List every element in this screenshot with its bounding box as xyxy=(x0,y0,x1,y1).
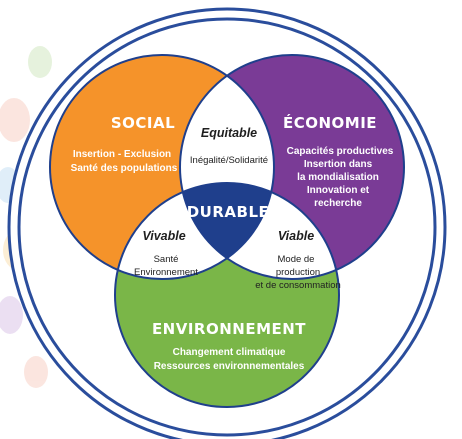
economie-line-3: la mondialisation xyxy=(297,172,379,183)
equitable-desc: Inégalité/Solidarité xyxy=(190,155,268,166)
economie-outline xyxy=(179,54,405,280)
viable-line-2: production xyxy=(276,267,320,278)
economie-line-4: Innovation et xyxy=(307,185,370,196)
economie-line-5: recherche xyxy=(314,198,362,209)
equitable-label: Equitable xyxy=(201,126,257,140)
social-outline xyxy=(49,54,275,280)
environnement-outline xyxy=(114,182,340,408)
economie-line-2: Insertion dans xyxy=(304,159,373,170)
vivable-line-2: Environnement xyxy=(134,267,198,278)
vivable-overlap xyxy=(115,183,274,279)
economie-title: ÉCONOMIE xyxy=(283,113,377,132)
environnement-line-1: Changement climatique xyxy=(173,347,286,358)
social-line-1: Insertion - Exclusion xyxy=(73,149,171,160)
economie-line-1: Capacités productives xyxy=(287,146,394,157)
vivable-label: Vivable xyxy=(142,229,185,243)
vivable-line-1: Santé xyxy=(154,254,179,265)
environnement-line-2: Ressources environnementales xyxy=(154,361,305,372)
durable-label: DURABLE xyxy=(187,203,270,221)
viable-line-3: et de consommation xyxy=(255,280,341,291)
social-line-2: Santé des populations xyxy=(71,163,178,174)
social-title: SOCIAL xyxy=(111,114,175,132)
viable-label: Viable xyxy=(278,229,314,243)
environnement-title: ENVIRONNEMENT xyxy=(152,320,306,338)
viable-line-1: Mode de xyxy=(278,254,315,265)
viable-overlap xyxy=(180,183,339,279)
